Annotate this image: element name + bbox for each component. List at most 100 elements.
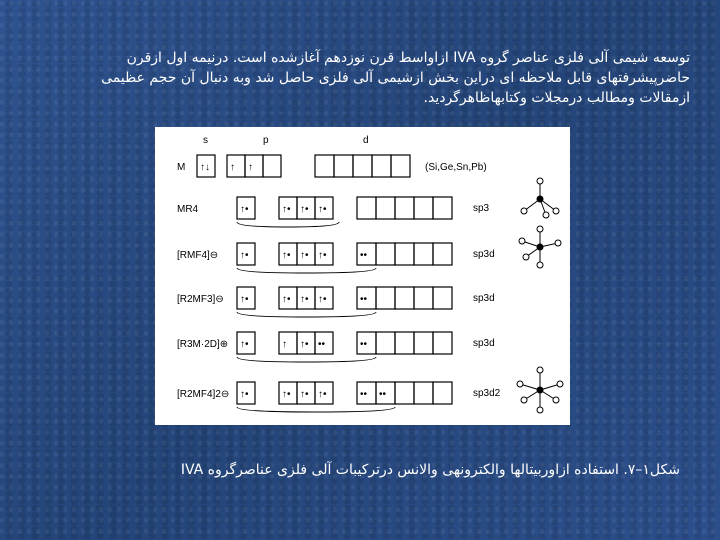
p-electrons: ↑•	[300, 389, 309, 400]
p-electrons: ↑•	[300, 294, 309, 305]
orbital-header-s: s	[203, 135, 208, 146]
ligand-atom	[554, 239, 562, 247]
p-electrons: ↑•	[300, 339, 309, 350]
d-orbital-box	[394, 196, 415, 220]
tetrahedral-center	[536, 195, 544, 203]
p-electrons: ↑•	[282, 294, 291, 305]
p-electrons: ↑•	[318, 204, 327, 215]
p-electrons: ↑•	[282, 389, 291, 400]
s-electrons: ↑•	[240, 294, 249, 305]
d-orbital-box	[394, 286, 415, 310]
s-electrons: ↑•	[240, 250, 249, 261]
hybrid-bracket	[236, 221, 340, 228]
p-electrons: ↑•	[318, 250, 327, 261]
ligand-atom	[516, 380, 524, 388]
ligand-atom	[518, 237, 526, 245]
ligand-atom	[536, 177, 544, 185]
p-electrons: ↑	[282, 339, 287, 350]
p-electrons: ↑•	[318, 294, 327, 305]
hybridization-label: sp3d2	[473, 388, 501, 399]
p-electrons: ↑•	[282, 204, 291, 215]
hybrid-bracket	[236, 406, 396, 413]
p-orbital-box	[314, 381, 334, 405]
element-note: (Si,Ge,Sn,Pb)	[425, 162, 487, 173]
row-label: M	[177, 162, 185, 173]
s-electrons: ↑•	[240, 389, 249, 400]
ligand-atom	[520, 207, 528, 215]
s-orbital-box	[236, 242, 256, 266]
ligand-atom	[536, 406, 544, 414]
row-label: MR4	[177, 204, 199, 215]
d-orbital-box	[375, 286, 396, 310]
s-orbital-box	[236, 196, 256, 220]
p-electrons: ↑•	[300, 204, 309, 215]
s-electrons: ↑↓	[200, 162, 210, 173]
row-label: [R2MF4]2⊖	[177, 389, 229, 400]
hybrid-bracket	[236, 311, 377, 318]
d-orbital-box	[371, 154, 392, 178]
s-orbital-box	[236, 286, 256, 310]
d-orbital-box	[413, 242, 434, 266]
row-label: [RMF4]⊖	[177, 250, 218, 261]
p-electrons: ↑•	[300, 250, 309, 261]
hybrid-bracket	[236, 267, 377, 274]
ligand-atom	[536, 366, 544, 374]
p-electrons: ↑•	[282, 250, 291, 261]
s-orbital-box	[196, 154, 216, 178]
s-electrons: ↑•	[240, 339, 249, 350]
p-electrons: ↑	[230, 162, 235, 173]
hybridization-label: sp3d	[473, 293, 495, 304]
d-orbital-box	[394, 242, 415, 266]
d-orbital-box	[333, 154, 354, 178]
d-orbital-box	[432, 331, 453, 355]
d-orbital-box	[413, 381, 434, 405]
d-orbital-box	[375, 242, 396, 266]
d-electrons: ••	[360, 339, 368, 350]
p-orbital-box	[262, 154, 282, 178]
p-orbital-box	[314, 331, 334, 355]
d-orbital-box	[356, 196, 377, 220]
d-orbital-box	[432, 196, 453, 220]
p-electrons: ↑	[248, 162, 253, 173]
hybridization-label: sp3	[473, 203, 490, 214]
ligand-atom	[552, 396, 560, 404]
d-orbital-box	[390, 154, 411, 178]
ligand-atom	[556, 380, 564, 388]
hybridization-label: sp3d	[473, 338, 495, 349]
d-orbital-box	[413, 196, 434, 220]
d-orbital-box	[413, 331, 434, 355]
ligand-atom	[520, 396, 528, 404]
figure-caption: شکل۱–۷. استفاده ازاوربیتالها والکترونهی …	[180, 462, 680, 478]
s-electrons: ↑•	[240, 204, 249, 215]
hybrid-bracket	[236, 356, 377, 363]
ligand-atom	[536, 225, 544, 233]
row-label: [R2MF3]⊖	[177, 294, 224, 305]
intro-paragraph: توسعه شیمی آلی فلزی عناصر گروه IVA ازاوا…	[101, 50, 690, 106]
d-orbital-box	[432, 381, 453, 405]
ligand-atom	[542, 211, 550, 219]
d-electrons: ••	[360, 389, 368, 400]
d-orbital-box	[314, 154, 335, 178]
d-electrons: ••	[379, 389, 387, 400]
ligand-atom	[536, 261, 544, 269]
hybridization-label: sp3d	[473, 249, 495, 260]
octahedral-center	[536, 386, 544, 394]
d-orbital-box	[352, 154, 373, 178]
d-orbital-box	[394, 331, 415, 355]
p-orbital-box	[314, 196, 334, 220]
d-electrons: ••	[360, 294, 368, 305]
orbital-diagram: s p dM ↑↓ ↑ ↑ (Si,Ge,Sn,Pb) MR4 ↑• ↑• ↑• ↑• sp3 [RMF4…	[177, 135, 564, 414]
p-electrons: ••	[318, 339, 326, 350]
p-orbital-box	[314, 242, 334, 266]
trigonal-bipyramidal-center	[536, 243, 544, 251]
d-orbital-box	[375, 331, 396, 355]
orbital-header-p: p	[263, 135, 269, 146]
d-orbital-box	[413, 286, 434, 310]
orbital-header-d: d	[363, 135, 369, 146]
s-orbital-box	[236, 331, 256, 355]
d-orbital-box	[432, 286, 453, 310]
p-electrons: ↑•	[318, 389, 327, 400]
ligand-atom	[552, 207, 560, 215]
d-electrons: ••	[360, 250, 368, 261]
